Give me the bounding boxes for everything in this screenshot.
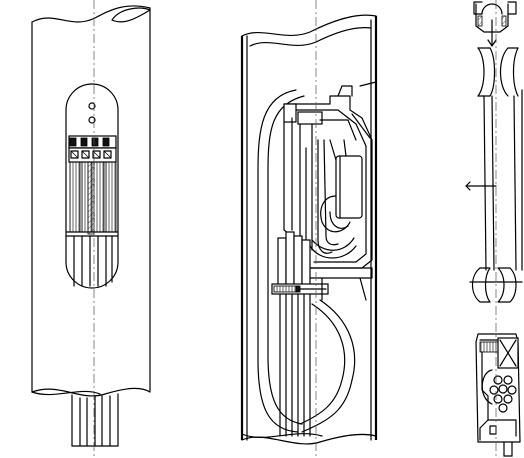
view-3-strap <box>465 47 523 303</box>
view-2-component <box>320 139 363 233</box>
view-1-terminal-squares <box>70 150 112 159</box>
view-2-cable-tie <box>271 283 329 295</box>
view-2-cable-bundle <box>277 231 311 437</box>
view-3-top-clip <box>473 1 517 47</box>
view-2-pipe-cutaway <box>240 0 378 458</box>
view-1-pipe-terminal <box>31 0 151 458</box>
view-1-cables-exit <box>71 393 119 447</box>
view-1-window <box>65 83 119 289</box>
view-2-cable-loop <box>257 89 356 433</box>
view-2-mount-plate <box>309 267 373 301</box>
view-1-pipe-body <box>31 5 151 397</box>
view-2-pipe-body <box>240 14 378 445</box>
view-2-housing <box>283 81 377 269</box>
view-2-wires <box>283 117 357 259</box>
view-3-connector-pins <box>489 375 517 413</box>
view-3-details <box>465 0 523 458</box>
view-3-connector <box>475 333 521 457</box>
